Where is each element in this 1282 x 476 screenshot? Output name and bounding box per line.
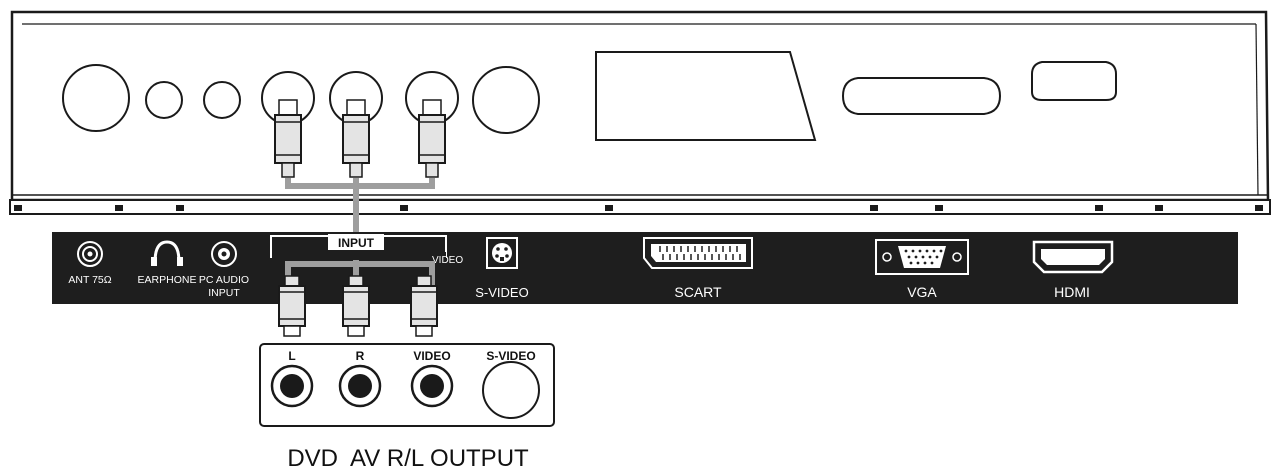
pc-audio-port[interactable]: PC AUDIO INPUT <box>199 241 249 299</box>
s-video-port[interactable]: S-VIDEO <box>475 237 529 300</box>
vga-port-icon <box>875 239 969 275</box>
rca-plug-icon <box>410 275 438 337</box>
hdmi-port-icon <box>1032 240 1114 274</box>
rca-plug-icon <box>342 275 370 337</box>
dvd-jack-l-label: L <box>288 349 295 363</box>
rca-plug-icon <box>342 99 370 178</box>
audio-jack-icon <box>211 241 237 267</box>
chassis-scart-opening <box>595 51 817 141</box>
s-video-port-icon <box>486 237 518 269</box>
earphone-port[interactable]: EARPHONE <box>138 240 197 286</box>
scart-label: SCART <box>674 284 722 300</box>
vga-label: VGA <box>907 284 937 300</box>
dvd-jack-s-video-label: S-VIDEO <box>486 349 535 363</box>
dvd-jack-r[interactable]: R <box>338 349 382 408</box>
connector-panel: ANT 75Ω EARPHONE PC AUDIO INPUT <box>52 232 1238 304</box>
chassis-hdmi-opening <box>1031 61 1117 101</box>
tv-chassis <box>9 10 1271 215</box>
dvd-jack-l[interactable]: L <box>270 349 314 408</box>
chassis-feet <box>14 205 1263 211</box>
input-group-label: INPUT <box>338 236 375 250</box>
rca-plug-icon <box>274 99 302 178</box>
scart-port-icon <box>643 237 753 269</box>
pc-audio-label-2: INPUT <box>208 287 240 299</box>
hdmi-label: HDMI <box>1054 284 1090 300</box>
dvd-jack-s-video[interactable]: S-VIDEO <box>482 349 540 419</box>
earphone-label: EARPHONE <box>138 274 197 286</box>
chassis-s-video-hole <box>472 66 540 134</box>
antenna-port[interactable]: ANT 75Ω <box>68 241 112 286</box>
antenna-port-icon <box>77 241 103 267</box>
rca-plug-icon <box>418 99 446 178</box>
vga-port[interactable]: VGA <box>875 239 969 300</box>
dvd-output-caption: DVD AV R/L OUTPUT <box>287 445 529 472</box>
pc-audio-label-1: PC AUDIO <box>199 274 249 286</box>
s-video-label: S-VIDEO <box>475 285 528 300</box>
chassis-antenna-hole <box>62 64 130 132</box>
input-group-right-label: VIDEO <box>432 255 463 266</box>
chassis-vga-opening <box>841 77 1002 115</box>
dvd-output-panel: L R VIDEO S-VIDEO <box>259 343 555 427</box>
headphone-icon <box>151 240 183 266</box>
dvd-jack-video[interactable]: VIDEO <box>410 349 454 408</box>
dvd-jack-video-label: VIDEO <box>413 349 450 363</box>
top-rca-plugs <box>274 99 446 178</box>
scart-port[interactable]: SCART <box>643 237 753 300</box>
ant-label: ANT 75Ω <box>68 274 111 286</box>
chassis-earphone-hole <box>145 81 183 119</box>
hdmi-port[interactable]: HDMI <box>1032 240 1114 300</box>
bottom-rca-plugs <box>278 275 438 337</box>
dvd-jack-r-label: R <box>356 349 365 363</box>
rca-plug-icon <box>278 275 306 337</box>
chassis-pc-audio-hole <box>203 81 241 119</box>
